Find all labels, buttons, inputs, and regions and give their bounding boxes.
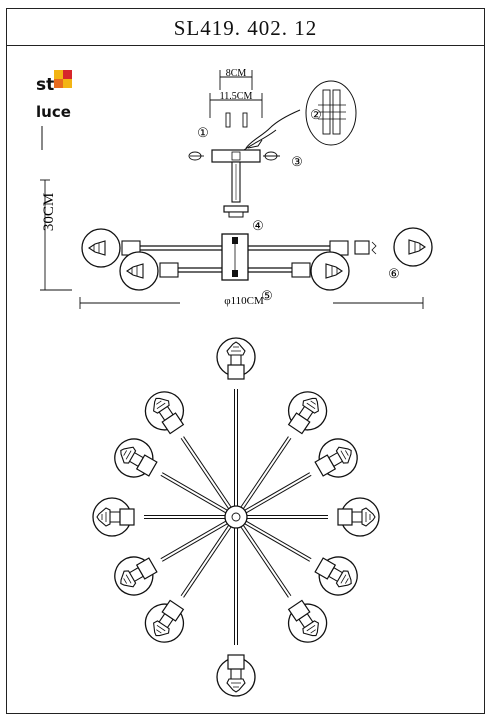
callout-1: ① (197, 125, 209, 140)
bulb-icon (216, 654, 256, 697)
bulb-icon (354, 227, 433, 267)
dim-height: 30CM (41, 193, 57, 231)
bulb-icon (107, 431, 164, 487)
plan-arm (243, 472, 310, 512)
plan-arm (243, 522, 310, 562)
bulb-icon (137, 383, 194, 441)
plan-arm (239, 436, 289, 509)
wire-connector-icon (305, 80, 357, 146)
title-band: SL419. 402. 12 (6, 8, 485, 46)
model-title: SL419. 402. 12 (173, 16, 318, 40)
plan-arm (160, 520, 227, 560)
plan-arm (162, 472, 229, 512)
bulb-icon (119, 251, 159, 291)
plan-hub (224, 505, 248, 529)
screw-icon (225, 112, 231, 128)
logo-text-luce: luce (36, 103, 71, 121)
bulb-icon (92, 497, 135, 537)
callout-4: ④ (252, 218, 264, 233)
plan-arm (183, 436, 233, 509)
plan-hub-center (231, 512, 241, 522)
plan-arm (245, 474, 312, 514)
bulb-icon (337, 497, 380, 537)
plan-arm (162, 522, 229, 562)
bulb-icon (278, 593, 335, 651)
dim-canopy-inner: 8CM (226, 68, 247, 79)
plan-arm (239, 525, 289, 598)
bulb-icon (310, 251, 350, 291)
callout-6: ⑥ (388, 266, 400, 281)
callout-2: ② (310, 107, 322, 122)
plan-arm (180, 437, 230, 510)
logo-text-st: st (36, 75, 54, 95)
callout-5: ⑤ (261, 288, 273, 303)
bulb-icon (107, 547, 164, 603)
drawing-frame (6, 8, 485, 714)
bulb-icon (278, 383, 335, 441)
st-luce-logo: st luce (36, 70, 72, 150)
bulb-icon (308, 431, 365, 487)
plan-arm (160, 474, 227, 514)
dim-canopy-outer: 11.5CM (220, 91, 253, 102)
plan-arm (242, 524, 292, 597)
plan-view (92, 337, 380, 697)
callout-3: ③ (291, 154, 303, 169)
screw-icon (242, 112, 248, 128)
bulb-icon (308, 547, 365, 603)
bulb-icon (81, 228, 121, 268)
plan-arm (242, 437, 292, 510)
dim-diameter: φ110CM (224, 295, 264, 307)
bulb-icon (216, 337, 256, 380)
plan-arm (180, 524, 230, 597)
bulb-icon (137, 593, 194, 651)
side-elevation: 8CM 11.5CM ① ③ ② (40, 68, 433, 309)
plan-arm (183, 525, 233, 598)
plan-arm (245, 520, 312, 560)
